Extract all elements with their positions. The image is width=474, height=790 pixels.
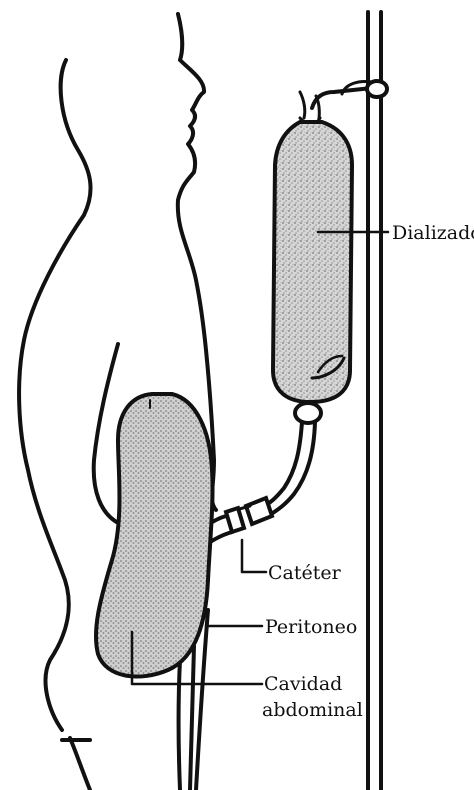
label-peritoneum: Peritoneo	[265, 616, 357, 638]
label-abdominal-cavity-line2: abdominal	[262, 699, 363, 721]
dialysate-bag	[273, 122, 352, 402]
bag-hanger	[300, 81, 387, 124]
label-dialysate: Dializado	[392, 222, 474, 244]
iv-pole	[368, 12, 381, 790]
label-abdominal-cavity-line1: Cavidad	[264, 673, 342, 695]
label-catheter: Catéter	[268, 562, 342, 584]
abdominal-cavity	[96, 394, 213, 677]
